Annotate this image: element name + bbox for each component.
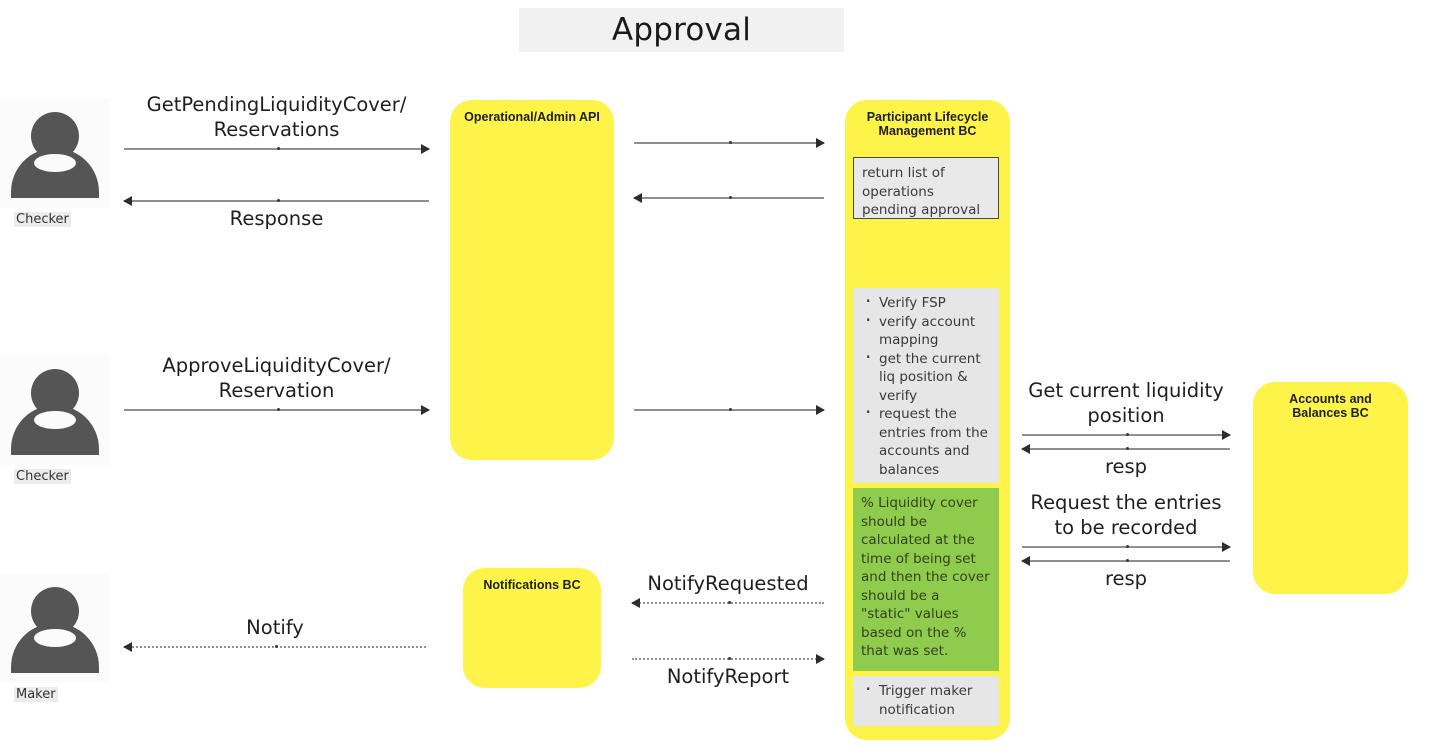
note-liquidity-cover: % Liquidity cover should be calculated a… — [853, 488, 999, 671]
message-api-to-plm-request[interactable] — [634, 138, 825, 148]
message-label: resp — [1104, 455, 1148, 478]
arrowhead-right-icon — [1222, 542, 1231, 552]
lifeline-label: Notifications BC — [483, 578, 581, 592]
lifeline-accounts-and-balances-bc[interactable]: Accounts and Balances BC — [1253, 382, 1408, 594]
message-label: ApproveLiquidityCover/ Reservation — [162, 354, 391, 402]
actor-checker-2[interactable]: Checker — [0, 355, 110, 484]
arrowhead-right-icon — [1222, 430, 1231, 440]
lifeline-notifications-bc[interactable]: Notifications BC — [463, 568, 601, 688]
note-text: return list of operations pending approv… — [862, 165, 981, 218]
list-item: Verify FSP — [865, 292, 991, 313]
message-resp-liquidity[interactable]: resp — [1021, 444, 1230, 478]
actor-checker-1[interactable]: Checker — [0, 98, 110, 227]
message-notify-requested[interactable]: NotifyRequested — [631, 572, 824, 608]
message-approve-liquidity-cover[interactable]: ApproveLiquidityCover/ Reservation — [124, 354, 430, 415]
page-title: Approval — [519, 8, 844, 52]
message-plm-to-api-response[interactable] — [633, 193, 824, 203]
arrowhead-left-icon — [1021, 556, 1030, 566]
message-get-current-liquidity-position[interactable]: Get current liquidity position — [1022, 379, 1231, 440]
message-notify-report[interactable]: NotifyReport — [632, 654, 825, 688]
arrowhead-left-icon — [633, 193, 642, 203]
person-icon — [0, 355, 110, 465]
message-midpoint-dot — [275, 645, 278, 648]
arrowhead-left-icon — [631, 598, 640, 608]
message-label: NotifyRequested — [647, 572, 809, 595]
arrowhead-right-icon — [421, 144, 430, 154]
lifeline-label: Operational/Admin API — [464, 110, 600, 124]
message-midpoint-dot — [276, 199, 280, 202]
message-midpoint-dot — [729, 408, 732, 411]
message-midpoint-dot — [1126, 545, 1129, 548]
message-label: resp — [1104, 567, 1148, 590]
message-api-to-plm-approve[interactable] — [634, 405, 825, 415]
person-neck — [34, 629, 76, 647]
list-item: verify account mapping — [865, 311, 991, 350]
note-bullet-list: Verify FSP verify account mapping get th… — [861, 292, 991, 479]
message-midpoint-dot — [1126, 559, 1129, 562]
actor-label: Maker — [14, 687, 58, 702]
message-midpoint-dot — [1126, 447, 1129, 450]
message-midpoint-dot — [276, 147, 280, 150]
list-item: request the entries from the accounts an… — [865, 403, 991, 479]
message-label: Request the entries to be recorded — [1030, 491, 1222, 539]
actor-label: Checker — [14, 212, 71, 227]
message-request-entries-recorded[interactable]: Request the entries to be recorded — [1022, 491, 1231, 552]
message-label: GetPendingLiquidityCover/ Reservations — [146, 93, 407, 141]
lifeline-label: Participant Lifecycle Management BC — [866, 110, 989, 138]
person-neck — [34, 154, 76, 172]
page-title-text: Approval — [611, 12, 752, 48]
arrowhead-right-icon — [816, 138, 825, 148]
message-resp-entries[interactable]: resp — [1021, 556, 1230, 590]
actor-maker[interactable]: Maker — [0, 573, 110, 702]
note-verify-steps: Verify FSP verify account mapping get th… — [853, 288, 999, 483]
note-bullet-list: Trigger maker notification — [861, 680, 991, 719]
lifeline-operational-admin-api[interactable]: Operational/Admin API — [450, 100, 614, 460]
lifeline-label: Accounts and Balances BC — [1289, 392, 1372, 420]
arrowhead-right-icon — [816, 654, 825, 664]
arrowhead-left-icon — [123, 642, 132, 652]
message-midpoint-dot — [728, 657, 731, 660]
note-return-list: return list of operations pending approv… — [853, 157, 999, 219]
message-midpoint-dot — [1126, 433, 1129, 436]
message-get-pending-liquidity-cover[interactable]: GetPendingLiquidityCover/ Reservations — [124, 93, 430, 154]
person-icon — [0, 98, 110, 208]
arrowhead-left-icon — [1021, 444, 1030, 454]
note-trigger-maker: Trigger maker notification — [853, 676, 999, 726]
message-label: Get current liquidity position — [1028, 379, 1224, 427]
message-response[interactable]: Response — [123, 196, 429, 230]
actor-label: Checker — [14, 469, 71, 484]
message-midpoint-dot — [728, 601, 731, 604]
message-midpoint-dot — [729, 141, 732, 144]
person-icon — [0, 573, 110, 683]
arrowhead-left-icon — [123, 196, 132, 206]
person-neck — [34, 411, 76, 429]
arrowhead-right-icon — [421, 405, 430, 415]
message-label: Notify — [246, 616, 304, 639]
message-midpoint-dot — [276, 408, 280, 411]
message-label: NotifyReport — [666, 665, 790, 688]
message-midpoint-dot — [729, 196, 732, 199]
note-text: % Liquidity cover should be calculated a… — [861, 495, 990, 659]
list-item: get the current liq position & verify — [865, 348, 991, 406]
arrowhead-right-icon — [816, 405, 825, 415]
list-item: Trigger maker notification — [865, 680, 991, 719]
message-notify[interactable]: Notify — [123, 616, 426, 652]
message-label: Response — [229, 207, 324, 230]
